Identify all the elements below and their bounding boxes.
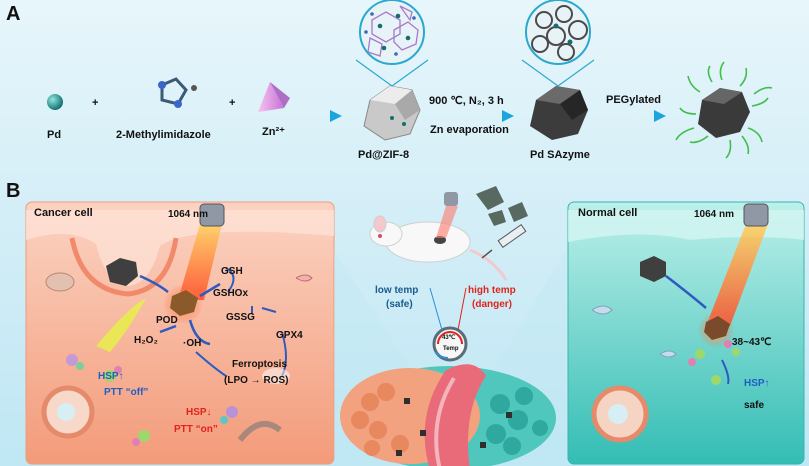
gsh-label: GSH bbox=[221, 266, 243, 277]
laser-head-cancer-icon bbox=[199, 203, 225, 227]
cancer-laser-label: 1064 nm bbox=[168, 209, 209, 220]
pd-sazyme-label: Pd SAzyme bbox=[530, 149, 590, 161]
normal-cell-title: Normal cell bbox=[578, 207, 638, 219]
dial-temp-value: 43℃ bbox=[442, 335, 456, 341]
gpx4-label: GPX4 bbox=[276, 330, 303, 341]
high-temp-danger-label: (danger) bbox=[472, 299, 512, 310]
normal-temp-range: 38~43℃ bbox=[732, 337, 772, 348]
zn-pyramid-icon bbox=[258, 82, 290, 112]
panel-a-graphics bbox=[47, 0, 773, 159]
low-temp-label: low temp bbox=[375, 285, 419, 296]
zif8-structure-zoom bbox=[359, 0, 425, 65]
nanozyme-normal-icon bbox=[640, 256, 666, 282]
cancer-cell-title: Cancer cell bbox=[34, 207, 93, 219]
laser-head-normal-icon bbox=[743, 203, 769, 227]
panel-b-graphics bbox=[25, 186, 805, 466]
conditions-label: 900 ℃, N₂, 3 h bbox=[429, 95, 504, 107]
hsp-up-cancer: HSP↑ bbox=[98, 371, 124, 382]
normal-safe-label: safe bbox=[744, 400, 765, 411]
zn-evaporation-label: Zn evaporation bbox=[430, 124, 509, 136]
hsp-down-label: HSP↓ bbox=[186, 407, 212, 418]
methylimidazole-label: 2-Methylimidazole bbox=[116, 129, 211, 141]
dial-temp-label: Temp bbox=[443, 346, 459, 352]
oh-label: ·OH bbox=[183, 338, 202, 349]
ferroptosis-label: Ferroptosis bbox=[232, 359, 288, 370]
pd-zif8-crystal-icon bbox=[363, 85, 421, 141]
cancer-panel bbox=[25, 201, 335, 465]
pd-sazyme-crystal-icon bbox=[530, 86, 588, 140]
normal-laser-label: 1064 nm bbox=[694, 209, 735, 220]
hsp-up-normal: HSP↑ bbox=[744, 378, 770, 389]
panel-b-letter: B bbox=[6, 180, 21, 202]
lpo-ros-label: (LPO → ROS) bbox=[224, 375, 289, 386]
imidazole-icon bbox=[158, 77, 197, 108]
pegylated-particle-icon bbox=[675, 61, 773, 159]
pegylated-label: PEGylated bbox=[606, 94, 662, 106]
pd-atom-icon bbox=[47, 94, 63, 110]
pd-label: Pd bbox=[47, 129, 62, 141]
syringe-icon bbox=[481, 223, 527, 259]
temperature-dial-icon bbox=[432, 326, 468, 362]
mouse-illustration bbox=[369, 215, 508, 281]
h2o2-label: H₂O₂ bbox=[134, 335, 158, 346]
pod-label: POD bbox=[156, 315, 178, 326]
laser-beam-normal bbox=[706, 224, 768, 326]
laser-beam-cancer bbox=[178, 224, 222, 300]
gssg-label: GSSG bbox=[226, 312, 255, 323]
nanozyme-in-pocket-icon bbox=[106, 258, 138, 286]
zn-label: Zn²⁺ bbox=[262, 126, 285, 138]
high-temp-label: high temp bbox=[468, 285, 516, 296]
plus-1: + bbox=[92, 97, 99, 109]
panel-a-letter: A bbox=[6, 3, 21, 25]
sazyme-structure-zoom bbox=[525, 0, 591, 65]
low-temp-safe-label: (safe) bbox=[386, 299, 413, 310]
ptt-on-label: PTT “on” bbox=[174, 424, 218, 435]
gshox-label: GSHOx bbox=[213, 288, 249, 299]
tumor-tissue-illustration bbox=[340, 364, 556, 466]
ptt-off-label: PTT “off” bbox=[104, 387, 149, 398]
pd-zif8-label: Pd@ZIF-8 bbox=[358, 149, 410, 161]
plus-2: + bbox=[229, 97, 236, 109]
